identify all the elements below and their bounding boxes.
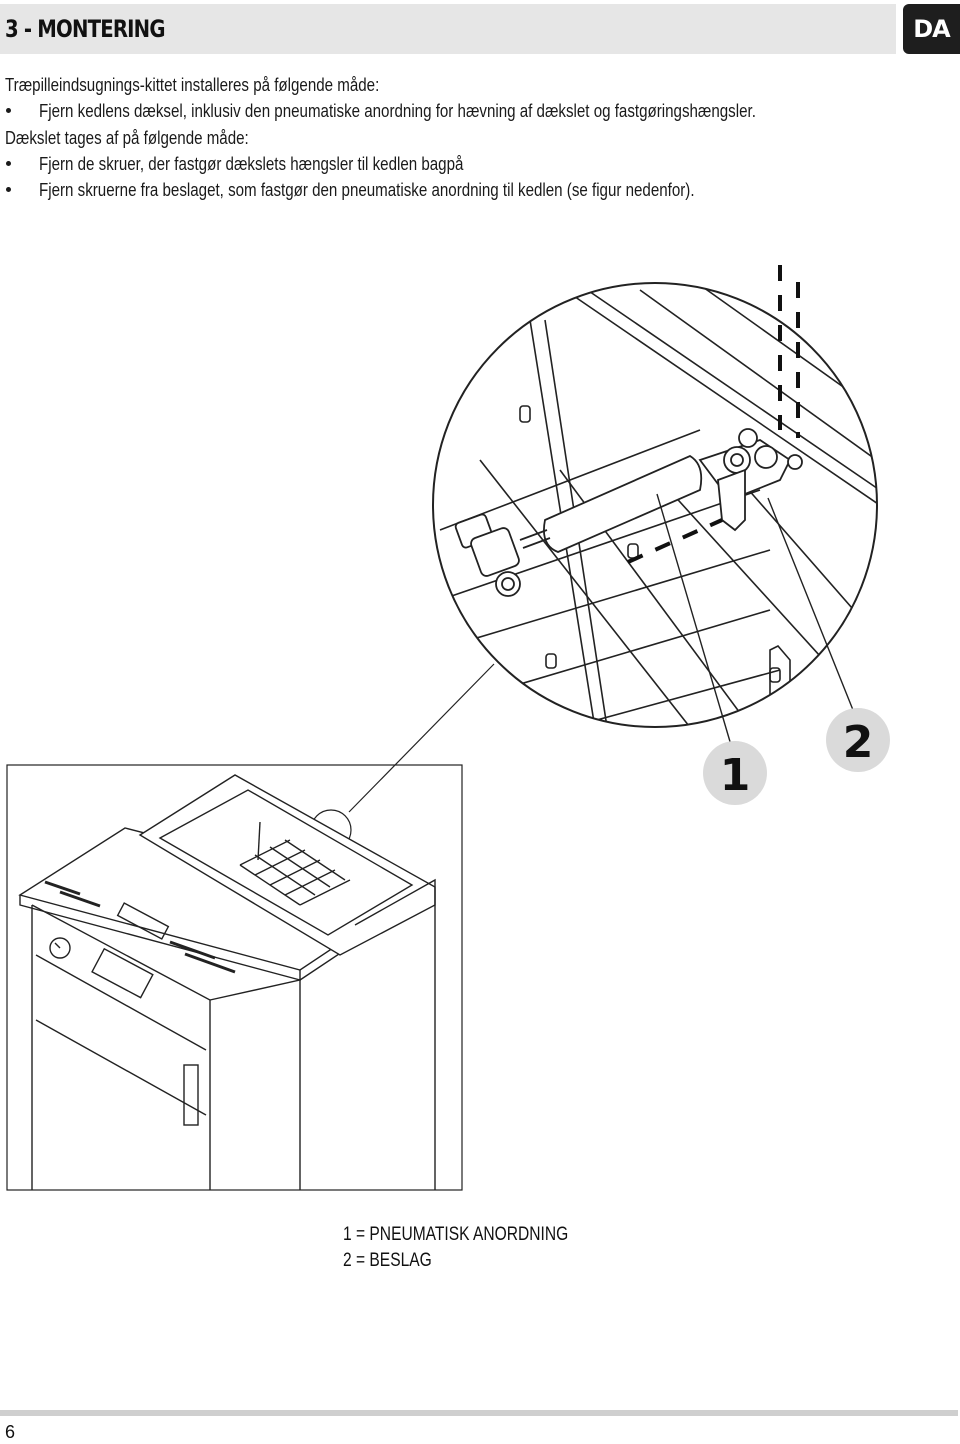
legend-item: 1 = PNEUMATISK ANORDNING [343, 1224, 569, 1245]
svg-text:1: 1 [720, 750, 751, 801]
callout-2: 2 [826, 708, 890, 772]
dashed-guides [627, 265, 800, 564]
boiler-overview [6, 764, 463, 1191]
callout-1: 1 [703, 741, 767, 805]
bullet-icon [6, 161, 11, 166]
svg-text:2: 2 [843, 717, 874, 768]
page-number: 6 [5, 1422, 16, 1442]
bullet-icon [6, 108, 11, 113]
intro-lead-2: Dækslet tages af på følgende måde: [5, 128, 249, 148]
language-badge: DA [903, 4, 960, 54]
footer-bar [0, 1410, 958, 1416]
bullet-item: Fjern skruerne fra beslaget, som fastgør… [39, 180, 695, 200]
bullet-item: Fjern kedlens dæksel, inklusiv den pneum… [39, 101, 756, 121]
intro-lead: Træpilleindsugnings-kittet installeres p… [5, 75, 380, 95]
assembly-figure: 1 2 [6, 265, 890, 1191]
bullet-icon [6, 187, 11, 192]
bullet-item: Fjern de skruer, der fastgør dækslets hæ… [39, 154, 464, 174]
header-bar [0, 4, 896, 54]
section-title: 3 - MONTERING [5, 15, 165, 43]
legend-item: 2 = BESLAG [343, 1250, 432, 1271]
detail-view [432, 282, 878, 728]
